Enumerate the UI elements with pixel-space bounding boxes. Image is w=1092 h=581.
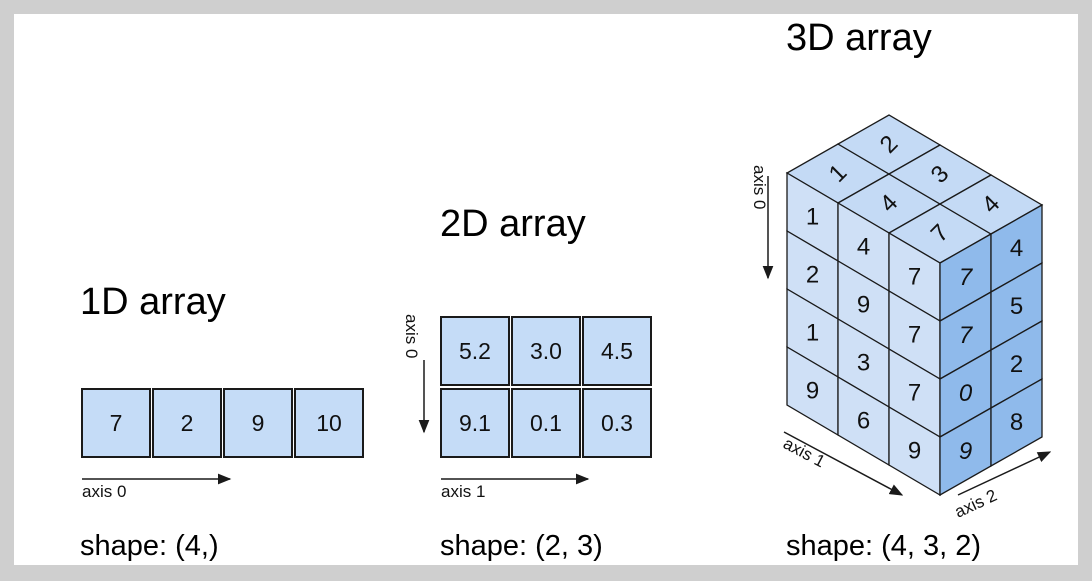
array-3d-value: 1	[806, 204, 819, 231]
array-1d-shape: shape: (4,)	[80, 530, 219, 562]
array-1d-value: 9	[252, 410, 265, 436]
array-3d-side-cell	[990, 377, 1043, 468]
array-3d-axis2-arrow	[957, 451, 1052, 496]
array-2d-value: 4.5	[601, 338, 633, 364]
array-2d: 2D array 5.2 3.0 4.5 9.1 0.1	[402, 203, 652, 562]
array-3d-value: 5	[1010, 293, 1023, 320]
array-3d-value: 6	[857, 408, 870, 435]
array-3d-axis2-label: axis 2	[952, 486, 1000, 522]
array-1d-title: 1D array	[80, 281, 226, 323]
array-3d-value: 9	[857, 292, 870, 319]
array-2d-cell: 4.5	[582, 316, 652, 386]
array-2d-title: 2D array	[440, 203, 586, 245]
array-1d-cell: 2	[152, 388, 222, 458]
array-1d-cell: 7	[81, 388, 151, 458]
array-3d-shape: shape: (4, 3, 2)	[786, 530, 981, 562]
array-3d-value: 3	[857, 350, 870, 377]
array-3d-value: 4	[857, 234, 870, 261]
array-3d-value: 7	[959, 322, 974, 349]
array-2d-cell: 3.0	[511, 316, 581, 386]
array-3d-value: 4	[1010, 235, 1023, 262]
array-3d-value: 7	[959, 264, 974, 291]
array-2d-value: 0.1	[530, 410, 562, 436]
array-3d-title: 3D array	[786, 17, 932, 59]
array-3d-value: 9	[908, 438, 921, 465]
array-3d-value: 2	[806, 262, 819, 289]
array-2d-cell: 0.3	[582, 388, 652, 458]
array-1d-cell: 10	[294, 388, 364, 458]
array-1d-value: 2	[181, 410, 194, 436]
array-3d-axis1-label: axis 1	[780, 434, 828, 472]
array-1d-axis0-label: axis 0	[82, 482, 126, 501]
array-3d-axis1-arrow	[783, 431, 904, 496]
array-2d-value: 9.1	[459, 410, 491, 436]
array-2d-cell: 5.2	[440, 316, 510, 386]
array-2d-axis1-label: axis 1	[441, 482, 485, 501]
array-2d-cell: 9.1	[440, 388, 510, 458]
array-3d-value: 0	[959, 380, 973, 407]
array-2d-shape: shape: (2, 3)	[440, 530, 603, 562]
array-1d-cell: 9	[223, 388, 293, 458]
array-3d-value: 7	[908, 264, 921, 291]
array-2d-cell: 0.1	[511, 388, 581, 458]
array-3d-value: 2	[1010, 351, 1023, 378]
array-3d-value: 9	[959, 438, 972, 465]
array-3d-value: 9	[806, 378, 819, 405]
array-1d-value: 10	[316, 410, 342, 436]
array-3d-value: 8	[1010, 409, 1023, 436]
array-1d-value: 7	[110, 410, 123, 436]
array-2d-value: 0.3	[601, 410, 633, 436]
array-3d-value: 1	[806, 320, 819, 347]
array-2d-value: 5.2	[459, 338, 491, 364]
array-2d-value: 3.0	[530, 338, 562, 364]
array-3d-value: 7	[908, 380, 921, 407]
array-2d-axis0-label: axis 0	[402, 314, 421, 358]
array-3d-value: 7	[908, 322, 921, 349]
array-1d: 1D array 7 2 9 10 axis 0 shape: (4,)	[80, 281, 364, 562]
array-3d-axis0-label: axis 0	[750, 165, 769, 209]
